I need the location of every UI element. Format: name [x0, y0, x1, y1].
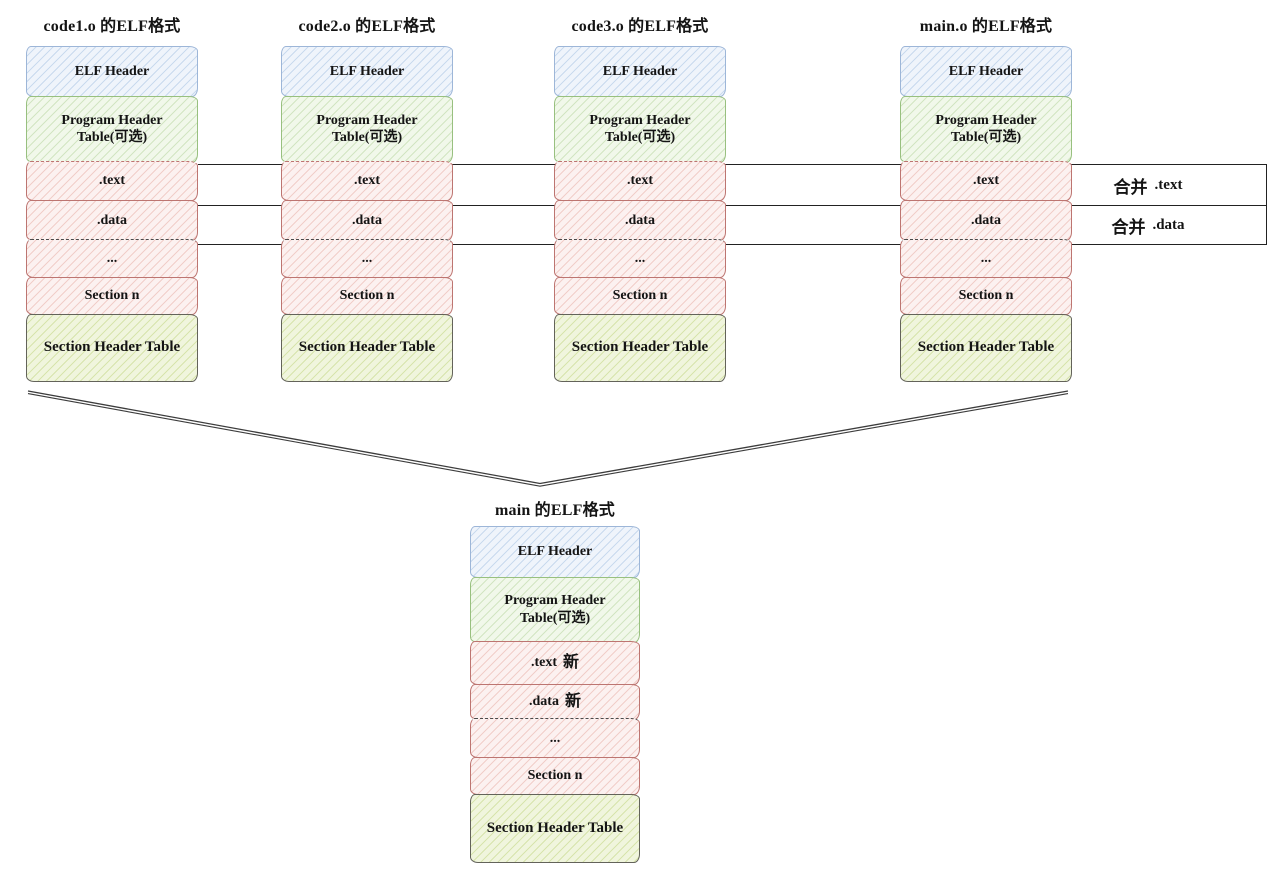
row-label: Section n [612, 288, 668, 304]
row-label: Program Header Table(可选) [589, 112, 691, 146]
row-ellipsis: ... [554, 239, 726, 279]
row-label: .data [352, 212, 382, 228]
row-ellipsis: ... [900, 239, 1072, 279]
merge-label-suffix: .data [1152, 216, 1185, 233]
column-title: main 的ELF格式 [495, 502, 615, 519]
column-code1o: code1.o 的ELF格式 ELF Header Program Header… [26, 12, 198, 382]
row-label: .data [97, 212, 127, 228]
row-program-header-table: Program Header Table(可选) [900, 95, 1072, 163]
row-label: .text [972, 173, 1000, 189]
row-label: .text [626, 173, 654, 189]
row-section-header-table: Section Header Table [470, 793, 640, 863]
row-new-badge: 新 [563, 654, 580, 672]
row-text-section: .text [554, 161, 726, 202]
row-section-n: Section n [470, 757, 640, 796]
row-label: Section Header Table [43, 339, 181, 356]
row-program-header-table: Program Header Table(可选) [470, 576, 640, 643]
merge-label-prefix: 合并 [1111, 217, 1146, 237]
row-label: Program Header Table(可选) [61, 112, 163, 146]
row-elf-header: ELF Header [26, 46, 198, 97]
row-label: .text [98, 173, 126, 189]
column-code2o: code2.o 的ELF格式 ELF Header Program Header… [281, 12, 453, 382]
merge-label-prefix: 合并 [1113, 177, 1148, 197]
column-title: code2.o 的ELF格式 [298, 18, 436, 35]
column-title: main.o 的ELF格式 [919, 18, 1053, 35]
row-label: Section Header Table [571, 339, 709, 356]
row-data-section: .data [26, 199, 198, 241]
row-label: ELF Header [517, 544, 593, 560]
row-label: Section Header Table [298, 339, 436, 356]
row-section-header-table: Section Header Table [554, 313, 726, 382]
row-label: Program Header Table(可选) [316, 112, 418, 146]
row-text-section: .text [900, 161, 1072, 202]
row-data-section: .data [554, 199, 726, 241]
row-elf-header: ELF Header [554, 46, 726, 97]
merge-band-data-label: 合并 .data [1058, 206, 1238, 244]
row-label: Section n [84, 288, 140, 304]
row-ellipsis: ... [470, 718, 640, 759]
column-maino: main.o 的ELF格式 ELF Header Program Header … [900, 12, 1072, 382]
column-main-merged: main 的ELF格式 ELF Header Program Header Ta… [470, 490, 640, 863]
row-label: Program Header Table(可选) [935, 112, 1037, 146]
row-ellipsis: ... [26, 239, 198, 279]
row-text-section: .text [281, 161, 453, 202]
column-title: code1.o 的ELF格式 [43, 18, 181, 35]
merge-band-data: 合并 .data [198, 205, 1266, 244]
row-label: .text [353, 173, 381, 189]
merge-band-text-label: 合并 .text [1058, 165, 1238, 205]
row-ellipsis: ... [281, 239, 453, 279]
row-label: Section Header Table [917, 339, 1055, 356]
column-code3o: code3.o 的ELF格式 ELF Header Program Header… [554, 12, 726, 382]
row-label: ... [549, 730, 561, 746]
row-new-badge: 新 [564, 692, 581, 710]
column-title: code3.o 的ELF格式 [571, 18, 709, 35]
row-elf-header: ELF Header [281, 46, 453, 97]
row-label: ... [361, 251, 373, 267]
row-section-n: Section n [554, 277, 726, 316]
row-data-section: .data [900, 199, 1072, 241]
row-label: ELF Header [329, 63, 405, 79]
row-label: .data [971, 212, 1001, 228]
row-label: ELF Header [74, 63, 150, 79]
row-program-header-table: Program Header Table(可选) [26, 95, 198, 163]
row-elf-header: ELF Header [900, 46, 1072, 97]
row-data-section-new: .data 新 [470, 683, 640, 720]
row-program-header-table: Program Header Table(可选) [281, 95, 453, 163]
row-label: .text [530, 655, 558, 671]
row-section-n: Section n [26, 277, 198, 316]
row-section-header-table: Section Header Table [281, 313, 453, 382]
row-program-header-table: Program Header Table(可选) [554, 95, 726, 163]
merge-label-suffix: .text [1154, 176, 1183, 193]
row-section-n: Section n [281, 277, 453, 316]
row-label: Section n [339, 288, 395, 304]
row-section-n: Section n [900, 277, 1072, 316]
row-section-header-table: Section Header Table [900, 313, 1072, 382]
merge-band-text: 合并 .text [198, 165, 1266, 205]
row-label: ... [980, 251, 992, 267]
row-label: ... [634, 251, 646, 267]
row-label: Program Header Table(可选) [504, 593, 606, 626]
row-data-section: .data [281, 199, 453, 241]
row-elf-header: ELF Header [470, 526, 640, 578]
row-label: Section n [958, 288, 1014, 304]
row-label: Section Header Table [486, 819, 624, 836]
row-label: .data [529, 694, 559, 710]
row-text-section: .text [26, 161, 198, 202]
row-label: ELF Header [602, 63, 678, 79]
row-text-section-new: .text 新 [470, 641, 640, 686]
row-label: .data [625, 212, 655, 228]
row-label: ELF Header [948, 63, 1024, 79]
row-section-header-table: Section Header Table [26, 313, 198, 382]
row-label: ... [106, 251, 118, 267]
row-label: Section n [527, 768, 583, 784]
